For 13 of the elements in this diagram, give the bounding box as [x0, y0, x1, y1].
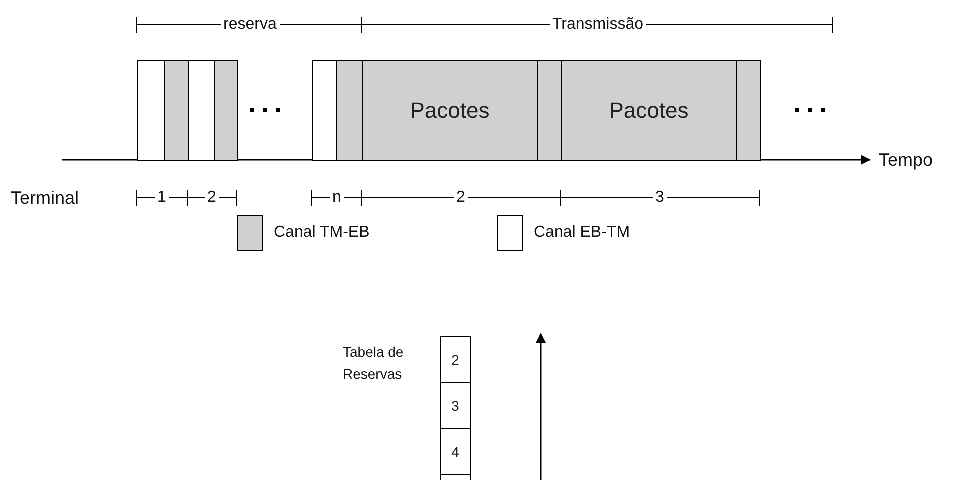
slot-box	[537, 60, 562, 161]
slot-box	[164, 60, 189, 161]
slot-box	[736, 60, 761, 161]
slot-box	[214, 60, 238, 161]
slot-box	[336, 60, 363, 161]
table-cell: 2	[440, 336, 471, 383]
packet-box: Pacotes	[362, 60, 538, 161]
packet-box: Pacotes	[561, 60, 737, 161]
slot-box	[137, 60, 165, 161]
table-cell: 4	[440, 428, 471, 475]
table-cell: 3	[440, 382, 471, 429]
slot-box	[188, 60, 215, 161]
slot-box	[312, 60, 337, 161]
